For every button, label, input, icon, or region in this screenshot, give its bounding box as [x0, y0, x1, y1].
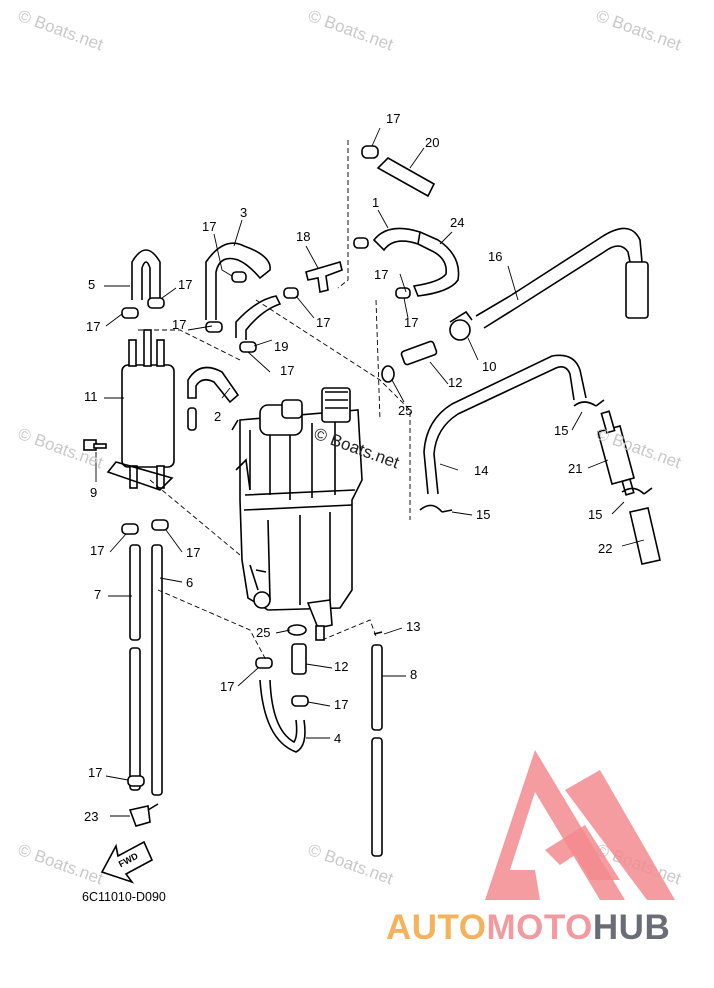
brand-hub: HUB: [592, 908, 671, 947]
o-ring-25-lower: [287, 624, 307, 636]
callout-15: 15: [554, 423, 569, 438]
callout-19: 19: [274, 339, 289, 354]
callout-18: 18: [296, 229, 311, 244]
reference-lines: [138, 140, 411, 661]
bolt-9: [83, 439, 107, 451]
callout-25: 25: [398, 403, 413, 418]
hose-19: [235, 295, 282, 340]
callout-22: 22: [598, 541, 613, 556]
callout-17: 17: [172, 317, 187, 332]
brand-auto: AUTO: [386, 908, 487, 947]
hose-2-lower: [187, 407, 197, 431]
callout-10: 10: [482, 359, 497, 374]
callout-2: 2: [214, 409, 222, 424]
fwd-arrow-icon: [100, 840, 154, 884]
joint-18: [305, 260, 343, 293]
callout-15: 15: [588, 507, 603, 522]
hose-5: [131, 249, 161, 300]
callout-20: 20: [425, 135, 440, 150]
callout-17: 17: [374, 267, 389, 282]
clip-10: [449, 319, 471, 341]
callout-17: 17: [280, 363, 295, 378]
callout-9: 9: [90, 485, 98, 500]
diagram-code: 6C11010-D090: [82, 890, 166, 904]
callout-13: 13: [406, 619, 421, 634]
callout-17: 17: [178, 277, 193, 292]
callout-3: 3: [240, 205, 248, 220]
callout-5: 5: [88, 277, 96, 292]
quick-connector-16: [625, 261, 649, 319]
callout-24: 24: [450, 215, 465, 230]
joint-12-upper: [400, 340, 438, 366]
hose-20: [376, 157, 436, 198]
hose-14: [423, 354, 587, 495]
callout-17: 17: [404, 315, 419, 330]
clamps-17: [121, 145, 411, 787]
callout-25: 25: [256, 625, 271, 640]
callout-16: 16: [488, 249, 503, 264]
callout-4: 4: [334, 731, 342, 746]
callout-17: 17: [86, 319, 101, 334]
callout-23: 23: [84, 809, 99, 824]
clip-15-a: [573, 399, 605, 407]
callout-7: 7: [94, 587, 102, 602]
hose-2: [187, 366, 240, 404]
callout-12: 12: [448, 375, 463, 390]
joint-23: [128, 805, 151, 827]
hose-4: [259, 679, 306, 753]
callout-17: 17: [202, 219, 217, 234]
joint-12-lower: [291, 643, 307, 675]
clip-15-c: [419, 504, 453, 513]
callout-14: 14: [474, 463, 489, 478]
hose-7: [129, 544, 141, 791]
callout-17: 17: [88, 765, 103, 780]
callout-17: 17: [316, 315, 331, 330]
callout-11: 11: [84, 389, 98, 404]
callout-6: 6: [186, 575, 194, 590]
brand-moto: MOTO: [486, 908, 593, 947]
hose-8: [371, 644, 383, 857]
callout-8: 8: [410, 667, 418, 682]
hose-16: [475, 227, 643, 329]
callout-17: 17: [220, 679, 235, 694]
hose-6: [151, 544, 163, 796]
callout-17: 17: [90, 543, 105, 558]
callout-17: 17: [186, 545, 201, 560]
hose-24: [412, 231, 460, 297]
callout-17: 17: [334, 697, 349, 712]
brand-wordmark: AUTOMOTOHUB: [386, 908, 670, 948]
hose-22: [629, 507, 661, 565]
hose-1: [372, 227, 421, 252]
hose-3: [205, 242, 271, 320]
automotohub-logo: [485, 750, 675, 900]
o-ring-25-upper: [381, 365, 395, 383]
callout-21: 21: [568, 461, 583, 476]
clip-15-b: [621, 487, 653, 495]
callout-15: 15: [476, 507, 491, 522]
vapor-separator-assembly: [231, 387, 363, 641]
leader-lines: [95, 127, 645, 817]
callout-17: 17: [386, 111, 401, 126]
callout-12: 12: [334, 659, 349, 674]
callout-1: 1: [372, 195, 380, 210]
fuel-filter-11: [106, 329, 175, 491]
